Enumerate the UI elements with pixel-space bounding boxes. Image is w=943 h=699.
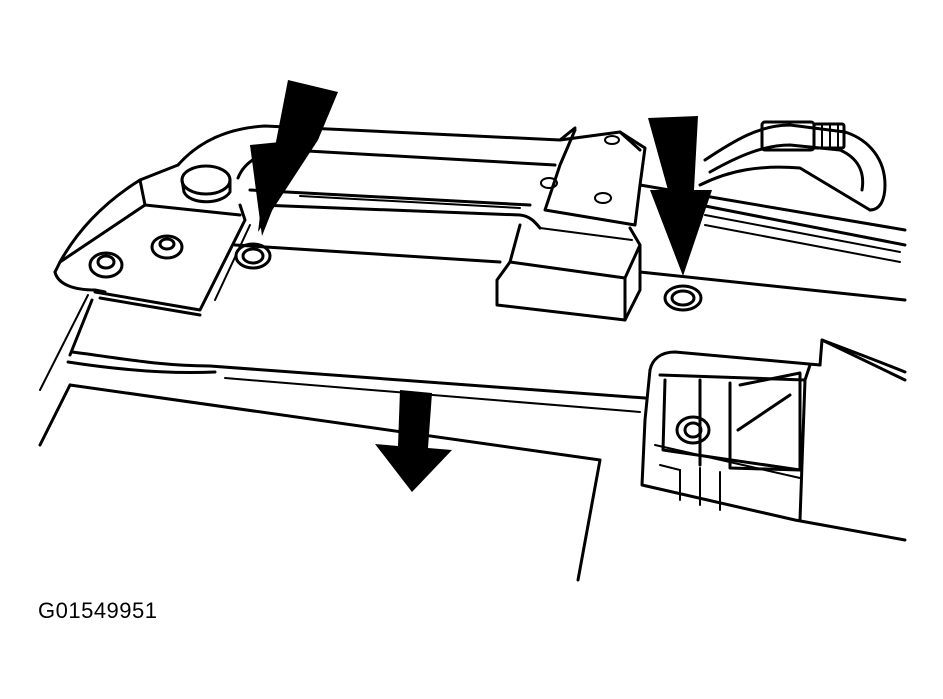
connector-harness: [698, 120, 887, 212]
left-nut: [234, 242, 272, 270]
lower-panel: [38, 350, 647, 582]
figure-code: G01549951: [38, 598, 158, 623]
right-nut: [663, 284, 703, 312]
left-fastener-arrow: [250, 80, 338, 236]
center-block: [495, 128, 647, 322]
round-cap: [180, 164, 232, 204]
removal-direction-arrow: [375, 390, 452, 492]
bracket-bolt-right: [150, 234, 184, 260]
right-fastener-arrow: [648, 116, 712, 276]
left-bracket: [39, 163, 251, 391]
right-bracket: [640, 338, 907, 542]
right-bracket-bolt: [675, 415, 711, 445]
bracket-bolt-left: [88, 251, 124, 279]
